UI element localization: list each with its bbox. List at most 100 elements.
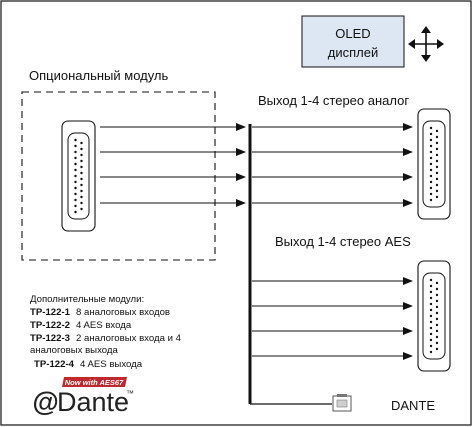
connector-pin (435, 287, 439, 291)
connector-pin (74, 174, 77, 178)
aes-output-label: Выход 1-4 стерео AES (275, 234, 411, 249)
db25-connector-icon (61, 120, 96, 232)
connector-pin (80, 153, 83, 157)
connector-pin (429, 278, 433, 282)
connector-pin (74, 210, 77, 214)
aes67-badge-text: Now with AES67 (65, 378, 124, 387)
oled-line2: дисплей (328, 45, 378, 60)
connector-pin (80, 201, 83, 205)
connector-pin (429, 344, 433, 348)
connector-pin (429, 314, 433, 318)
connector-pin (435, 347, 439, 351)
connector-pin (429, 162, 433, 166)
connector-pin (429, 156, 433, 160)
analog-output-arrows (252, 123, 413, 207)
connector-pin (429, 326, 433, 330)
connector-pin (429, 320, 433, 324)
connector-pin (429, 198, 433, 202)
connector-pin (435, 147, 439, 151)
db25-connector-icon (417, 108, 451, 220)
analog-output-label: Выход 1-4 стерео аналог (258, 93, 409, 108)
connector-pin (80, 183, 83, 187)
connector-pin (429, 338, 433, 342)
connector-pin (435, 299, 439, 303)
optional-module-box (21, 91, 216, 261)
optional-module-label: Опциональный модуль (29, 68, 169, 83)
connector-pin (80, 189, 83, 193)
module-item: аналоговых выхода (30, 345, 118, 356)
connector-pin (429, 186, 433, 190)
connector-pin (429, 138, 433, 142)
connector-pin (80, 165, 83, 169)
connector-pin (435, 165, 439, 169)
connector-pin (435, 323, 439, 327)
connector-pin (429, 290, 433, 294)
connector-pin (435, 171, 439, 175)
connector-pin (74, 150, 77, 154)
connector-pin (429, 350, 433, 354)
connector-pin (429, 296, 433, 300)
connector-pin (429, 332, 433, 336)
connector-pin (80, 141, 83, 145)
connector-pin (435, 159, 439, 163)
connector-pin (429, 132, 433, 136)
connector-pin (429, 308, 433, 312)
connector-pin (80, 177, 83, 181)
connector-pin (435, 329, 439, 333)
connector-pin (429, 180, 433, 184)
connector-pin (435, 341, 439, 345)
aes-output-arrows (252, 277, 413, 360)
navigation-cross-icon (408, 26, 444, 62)
input-arrows (100, 123, 246, 207)
aes67-badge (62, 377, 127, 387)
connector-pin (429, 302, 433, 306)
dante-at-mark: @ (32, 387, 58, 417)
connector-pin (435, 281, 439, 285)
ethernet-port-icon (332, 394, 352, 412)
connector-pin (435, 311, 439, 315)
connector-pin (429, 284, 433, 288)
connector-pin (435, 153, 439, 157)
connector-pin (429, 144, 433, 148)
connector-pin (435, 293, 439, 297)
modules-title: Дополнительные модули: (30, 294, 144, 305)
connector-pin (435, 129, 439, 133)
dante-logo: Now with AES67 @ Dante ™ (32, 377, 134, 417)
connector-pin (435, 177, 439, 181)
connector-pin (80, 171, 83, 175)
connector-pin (429, 174, 433, 178)
connector-pin (74, 204, 77, 208)
connector-pin (74, 192, 77, 196)
connector-pin (435, 189, 439, 193)
connector-pin (80, 159, 83, 163)
connector-pin (435, 195, 439, 199)
connector-pin (429, 126, 433, 130)
connector-pin (435, 183, 439, 187)
db25-connector-icon (417, 260, 451, 372)
oled-line1: OLED (335, 26, 370, 41)
connector-pin (80, 195, 83, 199)
connector-pin (435, 317, 439, 321)
connector-pin (74, 168, 77, 172)
connector-pin (429, 150, 433, 154)
connector-pin (435, 141, 439, 145)
connector-pin (80, 207, 83, 211)
connector-pin (429, 192, 433, 196)
connector-pin (80, 147, 83, 151)
connector-pin (74, 138, 77, 142)
dante-tm: ™ (126, 389, 134, 398)
connector-pin (74, 198, 77, 202)
oled-display-box: OLED дисплей (301, 15, 405, 68)
connector-pin (74, 186, 77, 190)
connector-pin (74, 156, 77, 160)
connector-pin (74, 144, 77, 148)
connector-pin (435, 305, 439, 309)
connector-pin (74, 162, 77, 166)
